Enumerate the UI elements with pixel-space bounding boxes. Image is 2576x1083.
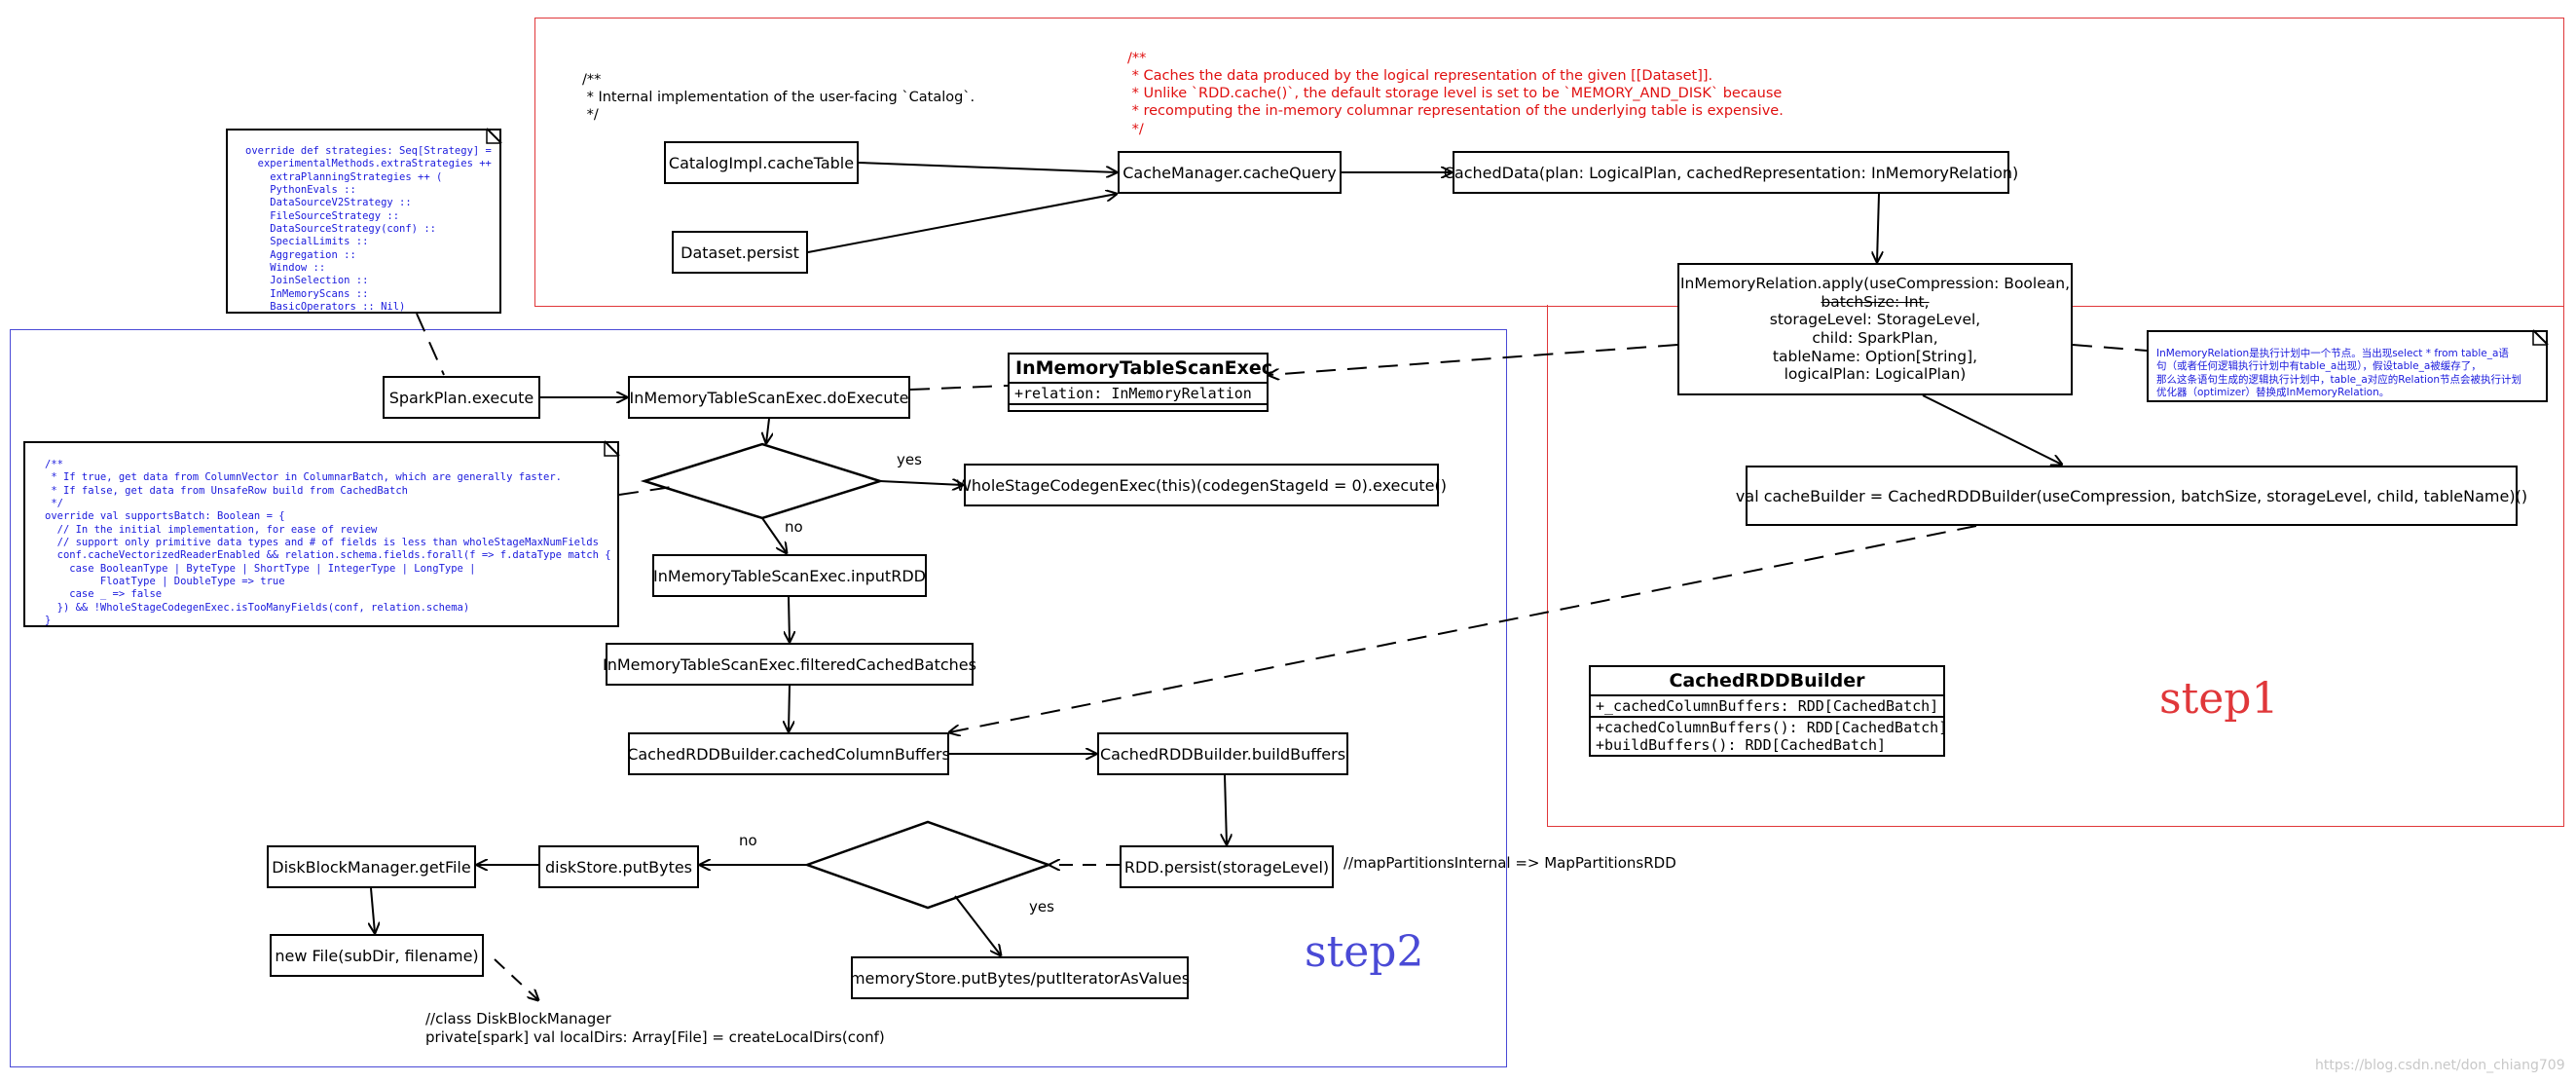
in-memory-table-scan-input-rdd[interactable]: InMemoryTableScanExec.inputRDD	[652, 554, 927, 597]
cache-query-comment: /** * Caches the data produced by the lo…	[1127, 51, 1784, 137]
step2-label: step2	[1305, 927, 1424, 977]
class-title: CachedRDDBuilder	[1591, 667, 1943, 696]
catalog-comment: /** * Internal implementation of the use…	[582, 72, 975, 124]
cached-data[interactable]: CachedData(plan: LogicalPlan, cachedRepr…	[1444, 151, 2018, 194]
class-title: InMemoryTableScanExec	[1010, 355, 1272, 384]
strategies-note: override def strategies: Seq[Strategy] =…	[226, 129, 501, 314]
cached-rdd-builder-build-buffers[interactable]: CachedRDDBuilder.buildBuffers	[1097, 732, 1348, 775]
disk-block-manager-get-file[interactable]: DiskBlockManager.getFile	[267, 845, 476, 888]
imr-line-3: storageLevel: StorageLevel,	[1769, 311, 1981, 329]
no-label-use-memory: no	[739, 832, 757, 849]
class-methods	[1010, 403, 1267, 410]
in-memory-table-scan-exec-class[interactable]: InMemoryTableScanExec +relation: InMemor…	[1008, 353, 1272, 412]
imr-line-4: child: SparkPlan,	[1812, 329, 1938, 347]
dataset-persist[interactable]: Dataset.persist	[672, 231, 808, 274]
whole-stage-codegen-execute[interactable]: WholeStageCodegenExec(this)(codegenStage…	[956, 464, 1447, 506]
step1-region	[534, 18, 2564, 307]
catalog-impl-cache-table[interactable]: CatalogImpl.cacheTable	[664, 141, 859, 184]
class-methods: +cachedColumnBuffers(): RDD[CachedBatch]…	[1591, 716, 1947, 755]
imr-line-6: logicalPlan: LogicalPlan)	[1784, 365, 1967, 384]
step2-region	[10, 329, 1507, 1067]
watermark: https://blog.csdn.net/don_chiang709	[2315, 1058, 2565, 1073]
spark-plan-execute[interactable]: SparkPlan.execute	[383, 376, 540, 419]
memory-store-put-bytes[interactable]: memoryStore.putBytes/putIteratorAsValues	[850, 956, 1190, 999]
cache-builder-assignment[interactable]: val cacheBuilder = CachedRDDBuilder(useC…	[1736, 466, 2527, 526]
disk-block-manager-comment: //class DiskBlockManager private[spark] …	[425, 1010, 885, 1046]
imr-line-5: tableName: Option[String],	[1772, 347, 1978, 365]
supports-batch-decision-label: supportsBatch	[711, 470, 824, 489]
imr-line-2: batchSize: Int,	[1821, 292, 1930, 311]
use-memory-decision-label: level.useMemory	[866, 855, 1000, 874]
yes-label-supports-batch: yes	[897, 451, 922, 468]
disk-store-put-bytes[interactable]: diskStore.putBytes	[538, 845, 699, 888]
yes-label-use-memory: yes	[1029, 898, 1054, 915]
map-partitions-comment: //mapPartitionsInternal => MapPartitions…	[1343, 854, 1676, 872]
in-memory-relation-apply[interactable]: InMemoryRelation.apply(useCompression: B…	[1677, 263, 2073, 395]
in-memory-relation-note: InMemoryRelation是执行计划中一个节点。当出现select * f…	[2147, 330, 2548, 402]
supports-batch-note: /** * If true, get data from ColumnVecto…	[23, 441, 619, 627]
cached-rdd-builder-class[interactable]: CachedRDDBuilder +_cachedColumnBuffers: …	[1589, 665, 1947, 757]
rdd-persist[interactable]: RDD.persist(storageLevel)	[1120, 845, 1334, 888]
in-memory-table-scan-do-execute[interactable]: InMemoryTableScanExec.doExecute	[628, 376, 910, 419]
step1-label: step1	[2159, 674, 2279, 724]
imr-line-1: InMemoryRelation.apply(useCompression: B…	[1679, 275, 2071, 293]
cached-rdd-builder-cached-column-buffers[interactable]: CachedRDDBuilder.cachedColumnBuffers	[627, 732, 950, 775]
class-attributes: +relation: InMemoryRelation	[1014, 385, 1252, 402]
new-file[interactable]: new File(subDir, filename)	[270, 934, 484, 977]
cache-manager-cache-query[interactable]: CacheManager.cacheQuery	[1118, 151, 1342, 194]
in-memory-table-scan-filtered-cached-batches[interactable]: InMemoryTableScanExec.filteredCachedBatc…	[603, 643, 976, 686]
class-attributes: +_cachedColumnBuffers: RDD[CachedBatch]	[1596, 697, 1939, 715]
no-label-supports-batch: no	[785, 518, 803, 536]
